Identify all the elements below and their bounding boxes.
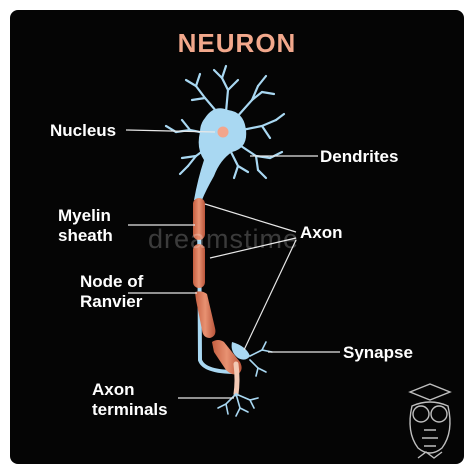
label-dendrites: Dendrites	[320, 147, 399, 166]
label-synapse: Synapse	[343, 343, 413, 362]
label-node-of-ranvier: Node of Ranvier	[80, 272, 144, 311]
label-myelin-sheath: Myelin sheath	[58, 206, 113, 245]
diagram-title: NEURON	[177, 28, 297, 58]
label-nucleus: Nucleus	[50, 121, 117, 140]
axon-lower	[233, 361, 240, 397]
label-axon: Axon	[300, 223, 343, 242]
leader-lines	[125, 129, 340, 399]
synapse-bulb	[231, 342, 250, 360]
nucleus-dot	[217, 126, 229, 138]
watermark: dreamstime	[148, 224, 300, 254]
owl-logo	[408, 383, 452, 459]
label-axon-terminals: Axon terminals	[92, 380, 168, 419]
cell-body	[194, 108, 247, 200]
axon-terminals-branches	[217, 341, 273, 417]
